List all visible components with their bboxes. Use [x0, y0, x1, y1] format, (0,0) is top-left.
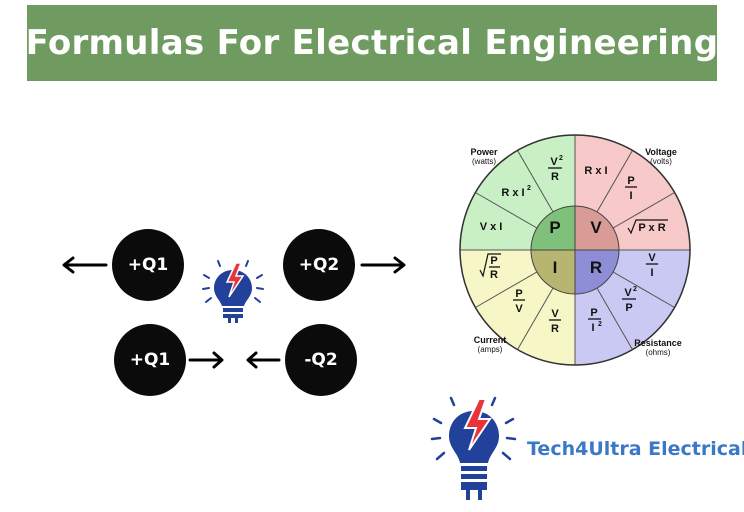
formula-den: V	[515, 303, 523, 315]
right-arrow-icon	[188, 351, 224, 369]
formula-num: P	[490, 255, 497, 267]
formula-num: P	[590, 307, 597, 319]
charge-top-left: +Q1	[112, 229, 184, 301]
formula-text: V x I	[480, 221, 503, 233]
brand-logo-icon	[430, 396, 517, 500]
formula-sup: 2	[633, 286, 637, 293]
formula-den: R	[551, 323, 559, 335]
center-i: I	[553, 258, 558, 277]
center-r: R	[590, 258, 602, 277]
label-resistance-unit: (ohms)	[646, 348, 671, 357]
formula-num: V	[551, 308, 559, 320]
formula-num: V	[624, 287, 632, 299]
title-banner: Formulas For Electrical Engineering	[25, 5, 719, 81]
ohms-law-wheel: P V I R V 2 R R x I 2 V x I R x I P I P …	[459, 134, 691, 366]
formula-sup: 2	[527, 185, 531, 192]
formula-text: R x I	[501, 187, 524, 199]
left-arrow-icon	[62, 256, 108, 274]
formula-den: I	[650, 267, 653, 279]
label-current-unit: (amps)	[478, 345, 503, 354]
brand-name: Tech4Ultra Electrical	[527, 438, 744, 460]
label-voltage-unit: (volts)	[650, 157, 672, 166]
formula-sup: 2	[559, 155, 563, 162]
charge-top-right: +Q2	[283, 229, 355, 301]
right-arrow-icon	[360, 256, 406, 274]
formula-den: R	[551, 171, 559, 183]
charge-label: +Q2	[298, 255, 340, 275]
left-arrow-icon	[246, 351, 281, 369]
charge-bottom-left: +Q1	[114, 324, 186, 396]
formula-sup: 2	[598, 321, 602, 328]
label-resistance: Resistance	[634, 338, 682, 348]
charge-bottom-right: -Q2	[285, 324, 357, 396]
formula-den: R	[490, 269, 498, 281]
formula-text: R x I	[584, 165, 607, 177]
label-power-unit: (watts)	[472, 157, 496, 166]
label-voltage: Voltage	[645, 147, 677, 157]
charge-label: +Q1	[129, 350, 171, 370]
formula-den: I	[591, 322, 594, 334]
label-current: Current	[474, 335, 507, 345]
formula-den: I	[629, 190, 632, 202]
formula-num: V	[648, 252, 656, 264]
formula-num: P	[515, 288, 522, 300]
charge-label: +Q1	[127, 255, 169, 275]
formula-den: P	[625, 302, 632, 314]
center-v: V	[590, 218, 602, 237]
bulb-logo-icon	[202, 260, 264, 323]
formula-num: V	[550, 156, 558, 168]
label-power: Power	[470, 147, 498, 157]
center-p: P	[549, 218, 560, 237]
formula-num: P	[627, 175, 634, 187]
formula-text: P x R	[638, 222, 665, 234]
charge-label: -Q2	[304, 350, 338, 370]
page-title: Formulas For Electrical Engineering	[25, 23, 719, 63]
